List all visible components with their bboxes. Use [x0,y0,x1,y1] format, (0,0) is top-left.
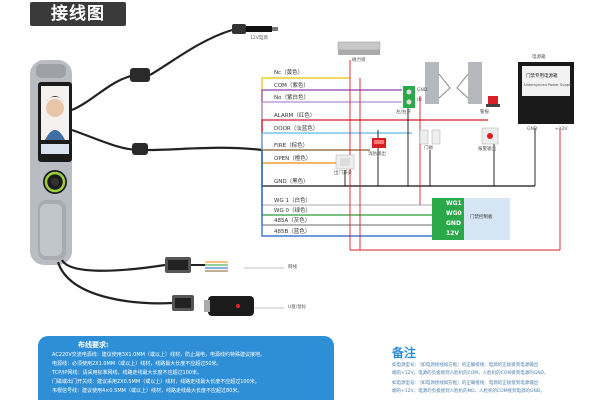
controller-gnd: GND [446,220,461,227]
wiring-requirements-panel: 布线要求: AC220V交流电源线：建议使用3X1.0MM（或以上）线材，防止漏… [38,336,334,400]
requirement-line: AC220V交流电源线：建议使用3X1.0MM（或以上）线材，防止漏电，电源线约… [52,352,265,358]
maglock-label: 磁力锁 [352,58,366,63]
cable-connector [132,143,148,155]
requirements-heading: 布线要求: [78,341,109,349]
controller-wg0: WG0 [446,210,462,217]
fire-label: 消防输出 [368,152,386,157]
gate-in-label: IN [417,98,422,103]
note-line: 如电源型号：（如电源接线如方框）的正确接线：电源的正极接到电源输出 [392,363,539,368]
network-label: 网线 [288,265,297,270]
siren-icon [486,96,500,107]
psu-sub: Untersynced Power Supply [524,83,573,87]
magnetic-lock [337,41,381,55]
title-banner: 接线图 [30,2,126,26]
psu-gnd-label: GND [527,127,538,132]
requirement-line: TCP/IP网线：请采用标准网线，线路走线最大长度不应超过100米。 [52,370,202,376]
requirement-line: 门磁或出门开关线：建议采用2X0.5MM（或以上）线材，线路走线最大长度不应超过… [52,379,260,385]
usb-label: U盘/鼠标 [288,305,307,310]
network-connector [165,257,284,273]
alarm-input [481,127,499,145]
note-line: 端的+12V，电源的负极接到人脸机的COM，人脸机的COM接到电源的GND。 [392,371,549,376]
door-sensor-label: 门磁 [424,146,433,151]
psu-title: 电源箱 [532,55,546,60]
alarm-label: 警报 [480,110,489,115]
turnstile-gate [425,62,482,104]
relay-terminal [403,86,415,108]
terminal-wg1-label: WG 1（白色） [274,198,311,204]
power12-label: 12V电源 [250,36,268,41]
diagram-title: 接线图 [51,4,105,24]
terminal-fire-label: FIRE（棕色） [274,143,309,149]
face-terminal [30,60,72,265]
cable-connector [130,68,150,82]
door-sensor [419,129,441,145]
controller-wg1: WG1 [446,200,462,207]
note-line: 如电源型号：（如电源接线如方框）的正确接线：电源的正极接到电源输出 [392,381,539,386]
terminal-485a-label: 485A（灰色） [274,218,311,224]
alarm-input-label: 报警输出 [478,147,496,152]
psu-12v-label: +12V [555,127,568,132]
controller-12v: 12V [446,230,459,237]
terminal-no-label: No（紫白色） [274,95,309,101]
exit-button-label: 出门开关 [334,171,352,176]
exit-button [335,154,355,170]
access-controller-board [432,198,510,240]
note-heading: 备注 [392,346,417,360]
terminal-gnd-label: GND（黑色） [274,179,309,185]
controller-label: 门禁控制板 [470,215,493,220]
gate-gnd-label: GND [417,88,428,93]
usb-connector [172,295,284,316]
terminal-alarm-label: ALARM（红色） [274,113,316,119]
terminal-com-label: COM（紫色） [274,83,309,89]
terminal-nc-label: Nc（黄色） [274,70,304,76]
fire-output-switch [372,138,386,148]
terminal-wg0-label: WG 0（绿色） [274,208,311,214]
gate-label: 左/右开 [396,110,412,115]
power-supply-box [518,62,574,124]
dc-plug [232,24,278,34]
note-line: 端的+12V，电源的负极接到人脸机的NO，人脸机的COM接到电源的GND。 [392,389,545,394]
psu-name: 门禁专用电源箱 [526,74,558,79]
requirement-line: 韦根信号线：建议使用4×0.5MM（或以上）线材，线路走线最大长度不应超过80米… [52,388,243,394]
terminal-door-label: DOOR（淡蓝色） [274,126,319,132]
terminal-open-label: OPEN（橙色） [274,156,312,162]
requirement-line: 电源线：必须使用2X1.0MM（或以上）线材，线路最大长度不应超过50米。 [52,361,222,367]
terminal-485b-label: 485B（蓝色） [274,229,311,235]
